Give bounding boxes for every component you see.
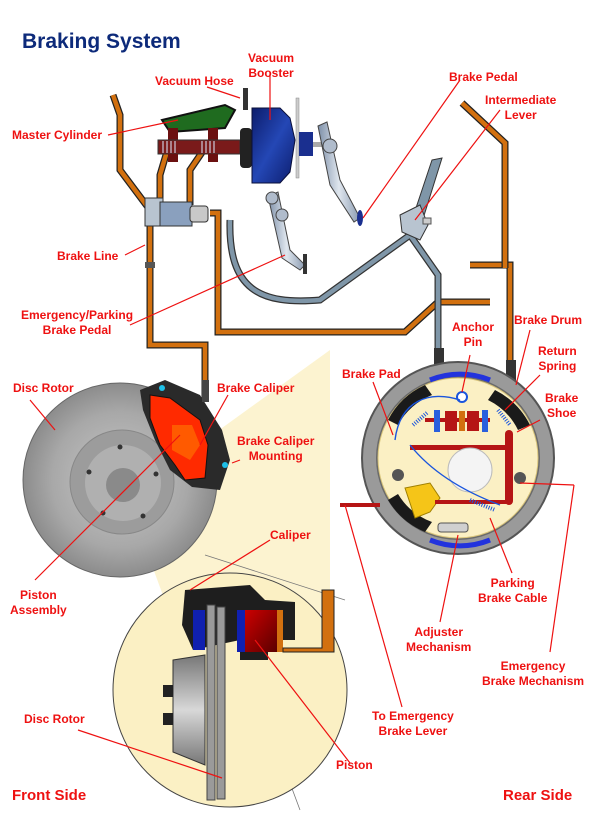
intermediate-lever bbox=[399, 157, 443, 241]
emergency-pedal bbox=[265, 191, 307, 274]
label-brake-line: Brake Line bbox=[57, 249, 119, 263]
label-caliper: Caliper bbox=[270, 528, 311, 542]
brake-caliper-front bbox=[140, 380, 230, 490]
brake-lines bbox=[109, 93, 514, 400]
label-rear-side: Rear Side bbox=[503, 787, 573, 804]
leader-lines bbox=[29, 72, 575, 779]
label-disc-rotor-bottom: Disc Rotor bbox=[24, 712, 85, 726]
proportioning-valve bbox=[144, 197, 209, 227]
label-brake-drum: Brake Drum bbox=[514, 313, 583, 327]
parking-cable bbox=[226, 219, 442, 370]
vacuum-booster bbox=[240, 88, 323, 184]
label-vacuum-hose: Vacuum Hose bbox=[155, 74, 234, 88]
label-front-side: Front Side bbox=[12, 787, 87, 804]
brake-pedal bbox=[317, 121, 363, 226]
page-title: Braking System bbox=[22, 30, 181, 53]
label-master-cylinder: Master Cylinder bbox=[12, 128, 103, 142]
label-disc-rotor-top: Disc Rotor bbox=[13, 381, 74, 395]
label-piston: Piston bbox=[336, 758, 373, 772]
label-brake-caliper: Brake Caliper bbox=[217, 381, 295, 395]
label-brake-pad: Brake Pad bbox=[342, 367, 401, 381]
label-brake-pedal: Brake Pedal bbox=[449, 70, 518, 84]
master-cylinder bbox=[157, 103, 241, 162]
caliper-detail-circle bbox=[112, 572, 348, 808]
rear-drum-brake bbox=[340, 348, 555, 555]
